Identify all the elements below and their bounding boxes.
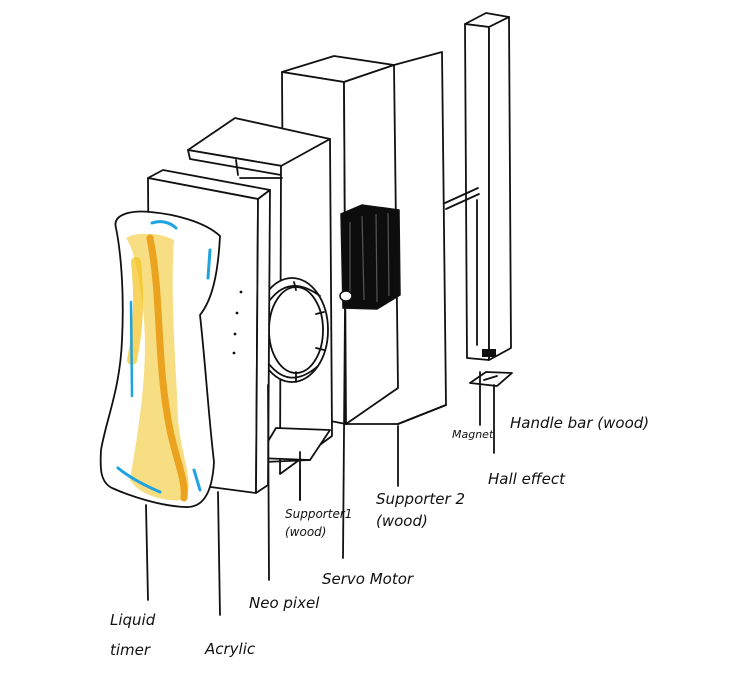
liquid-timer-part bbox=[99, 210, 221, 508]
label-supporter2: Supporter 2 (wood) bbox=[376, 490, 465, 530]
handle-axle bbox=[444, 187, 480, 210]
label-magnet: Magnet bbox=[452, 428, 494, 441]
label-servo-motor: Servo Motor bbox=[322, 570, 414, 588]
label-handle-bar: Handle bar (wood) bbox=[510, 414, 649, 432]
label-neo-pixel: Neo pixel bbox=[249, 594, 320, 612]
label-line: timer bbox=[110, 641, 151, 659]
magnet-part bbox=[482, 349, 496, 357]
label-line: Supporter1 bbox=[285, 507, 352, 521]
label-line: (wood) bbox=[376, 512, 428, 530]
hall-effect-part bbox=[469, 371, 513, 387]
label-line: (wood) bbox=[285, 525, 326, 539]
label-line: Liquid bbox=[110, 611, 156, 629]
label-acrylic: Acrylic bbox=[204, 640, 256, 658]
label-hall-effect: Hall effect bbox=[488, 470, 566, 488]
leader-lines bbox=[145, 307, 495, 616]
label-line: Supporter 2 bbox=[376, 490, 465, 508]
label-liquid-timer: Liquid timer bbox=[110, 611, 156, 659]
handle-bar-part bbox=[464, 12, 512, 361]
servo-motor-part bbox=[339, 204, 401, 310]
label-supporter1: Supporter1 (wood) bbox=[285, 507, 352, 539]
